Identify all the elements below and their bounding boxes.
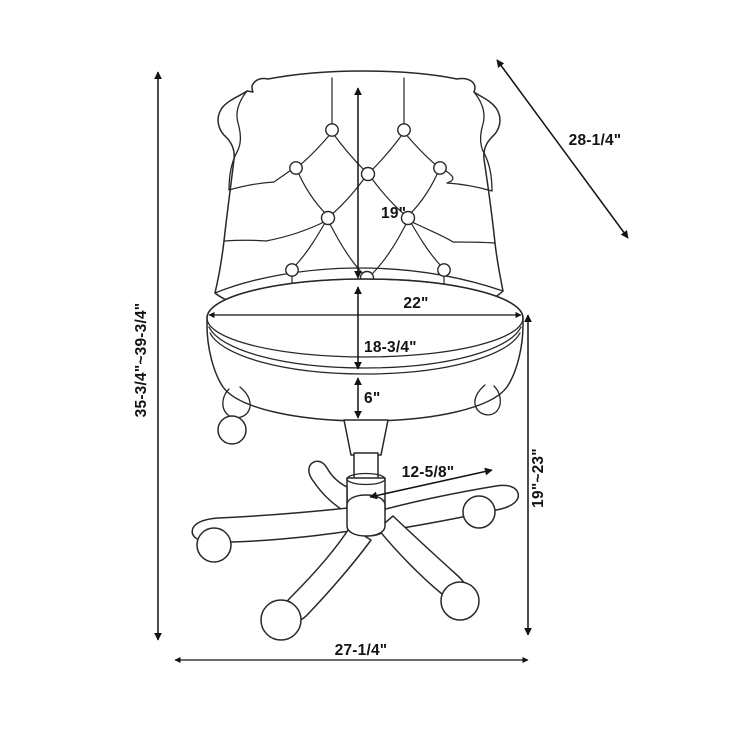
- dimension-backrest-height: 19": [354, 87, 406, 279]
- overall-depth-label: 28-1/4": [569, 132, 622, 149]
- backrest-height-label: 19": [381, 205, 406, 222]
- seat-depth-label: 18-3/4": [364, 339, 417, 356]
- casters: [196, 415, 496, 641]
- dimension-overall-depth: 28-1/4": [496, 59, 629, 239]
- chair-backrest: [214, 70, 504, 306]
- dimension-overall-height: 35-3/4"~39-3/4": [133, 71, 162, 641]
- base-arm-length-label: 12-5/8": [402, 464, 455, 481]
- dimension-seat-width: 22": [208, 295, 522, 319]
- seat-width-label: 22": [403, 295, 428, 312]
- base-width-label: 27-1/4": [335, 642, 388, 659]
- chair-base: [191, 415, 520, 641]
- dimension-base-width: 27-1/4": [174, 642, 529, 664]
- overall-height-label: 35-3/4"~39-3/4": [133, 303, 150, 418]
- cushion-thickness-label: 6": [364, 390, 380, 407]
- dimension-seat-depth: 18-3/4": [354, 286, 417, 370]
- seat-height-range-label: 19"~23": [530, 448, 547, 508]
- dimension-seat-height-range: 19"~23": [524, 314, 547, 636]
- dimension-cushion-thickness: 6": [354, 377, 380, 419]
- dimension-base-arm-length: 12-5/8": [369, 464, 493, 500]
